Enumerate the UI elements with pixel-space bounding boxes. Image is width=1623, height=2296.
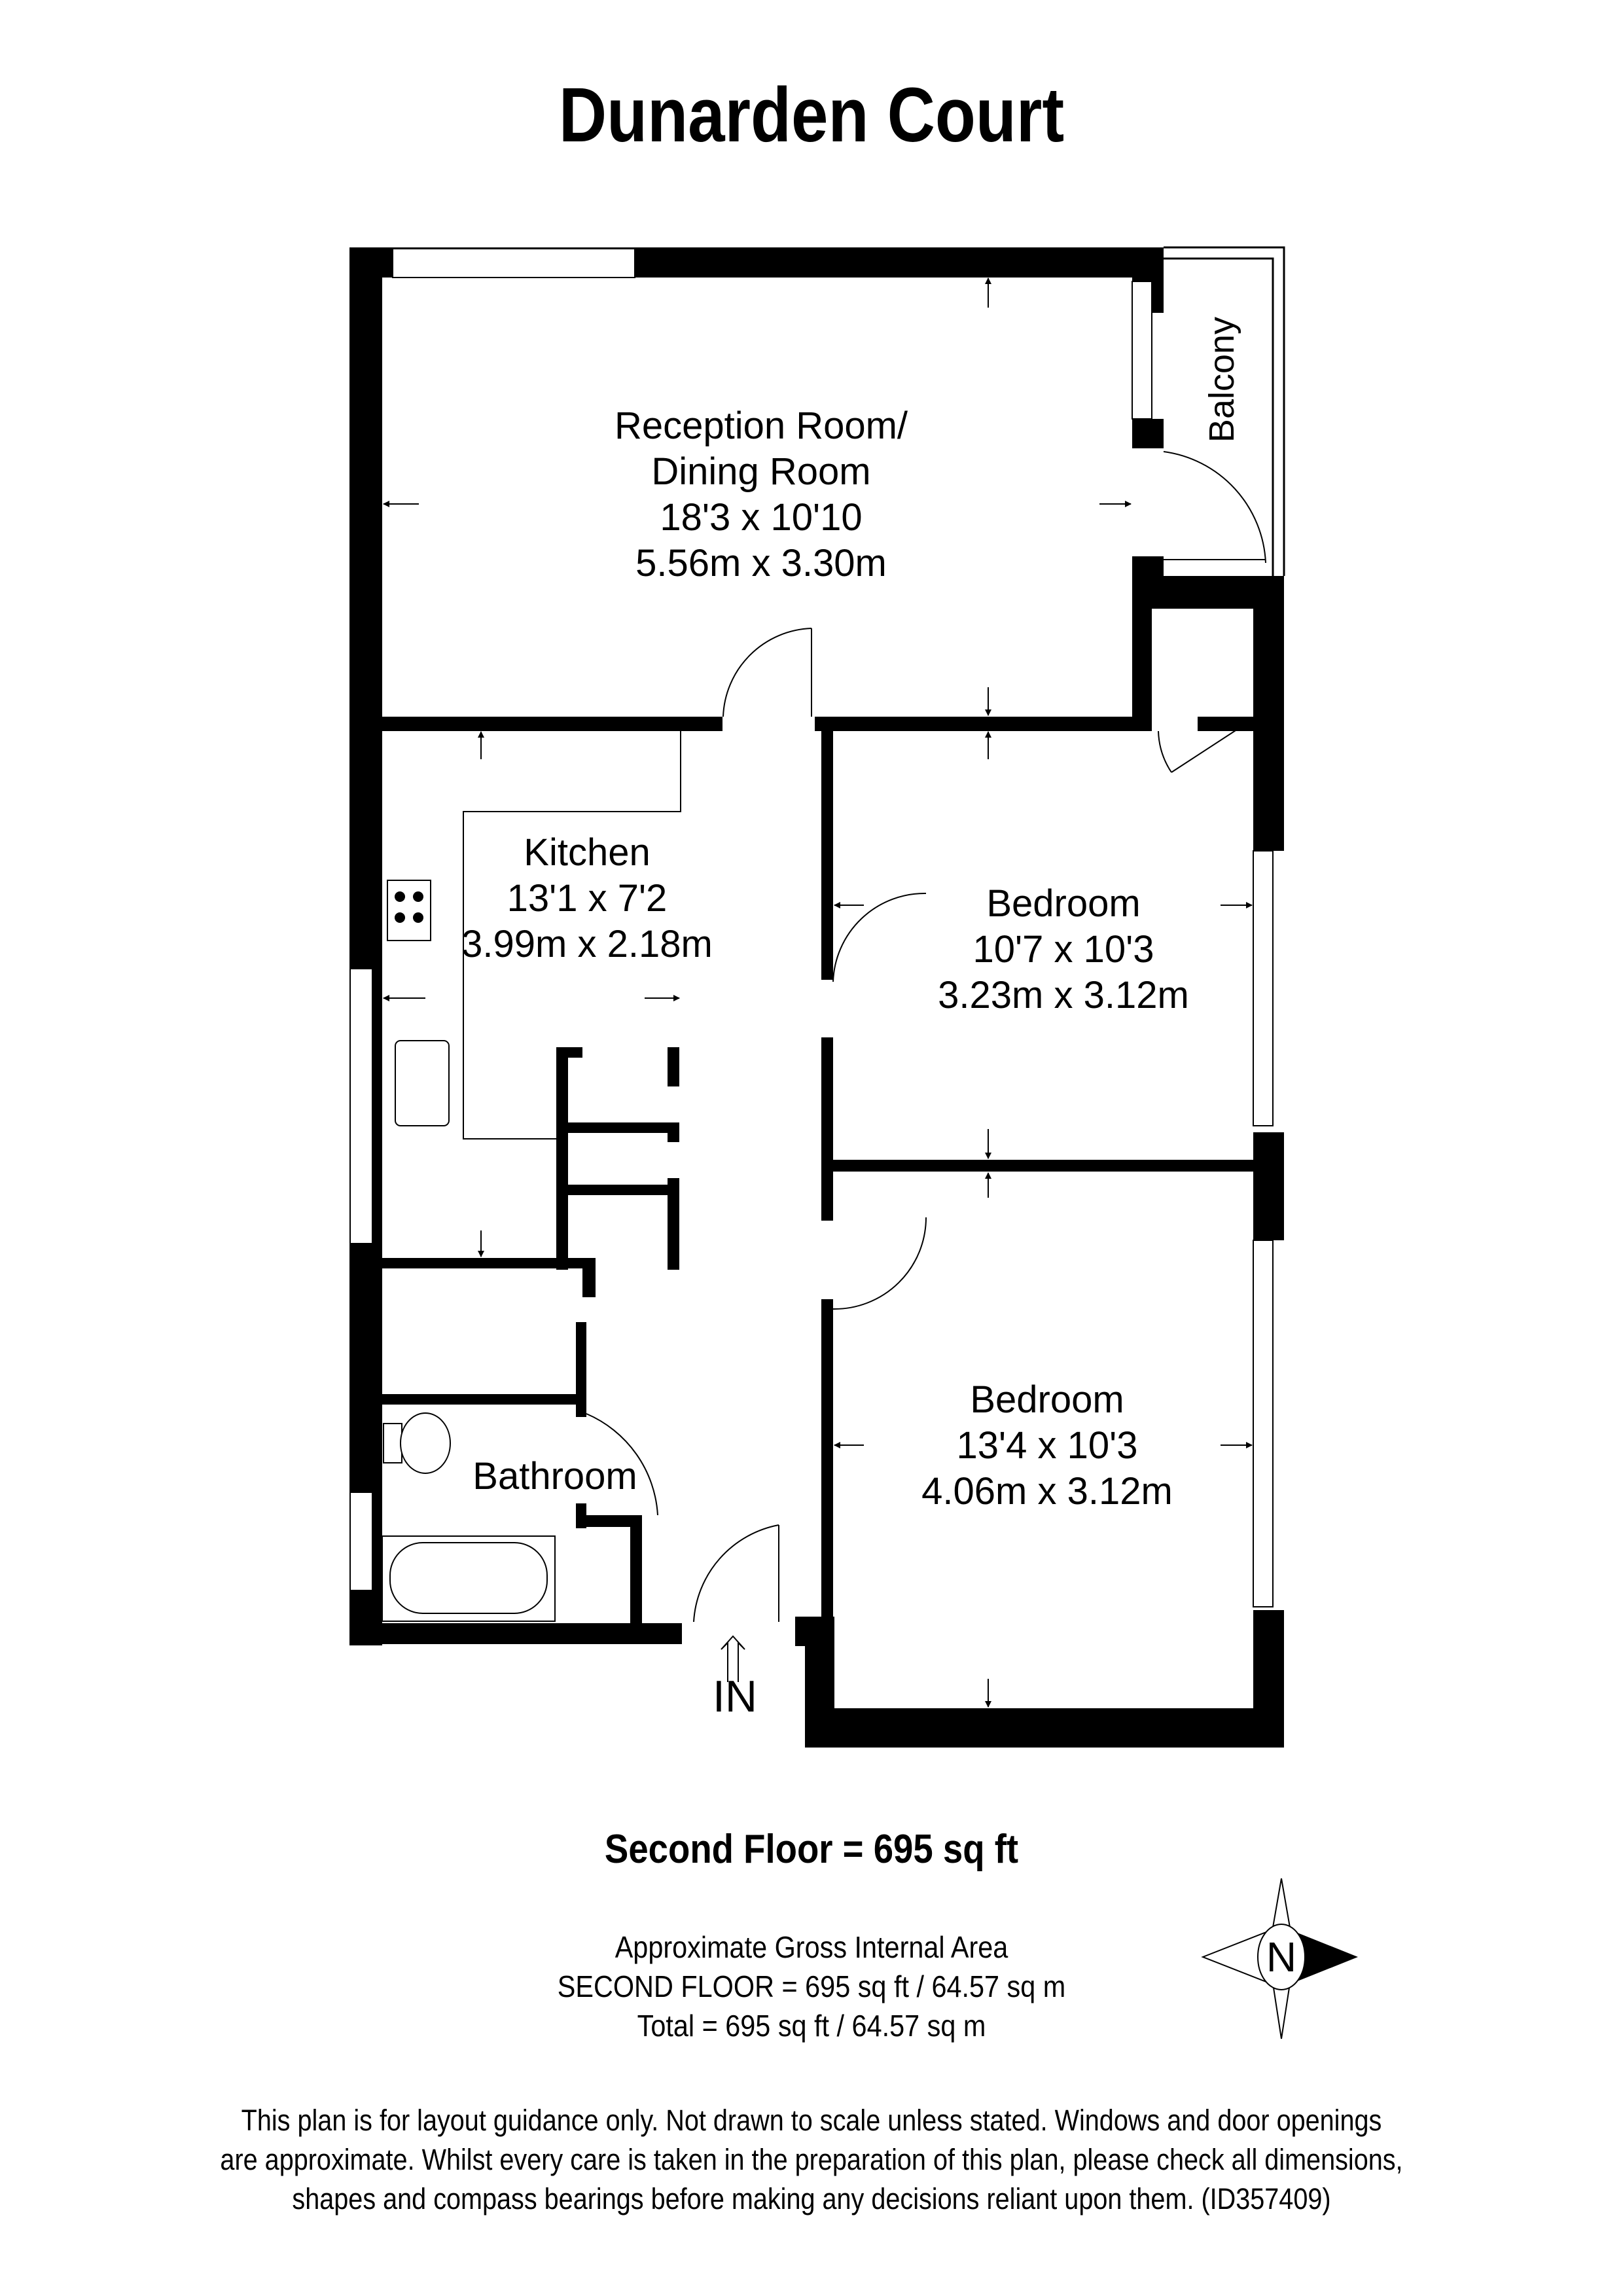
walls <box>349 247 1284 1748</box>
bedroom1-name: Bedroom <box>986 882 1140 925</box>
area-line-1: Approximate Gross Internal Area <box>615 1930 1008 1964</box>
svg-text:N: N <box>1266 1933 1296 1981</box>
toilet-icon <box>383 1412 451 1474</box>
hob-icon <box>387 880 431 941</box>
doors <box>586 451 1266 1623</box>
balcony-outline <box>1164 246 1285 576</box>
disclaimer-line-3: shapes and compass bearings before makin… <box>292 2182 1331 2215</box>
bathroom-name: Bathroom <box>473 1455 637 1498</box>
windows <box>349 248 1274 1607</box>
reception-name-1: Reception Room/ <box>615 404 908 447</box>
floor-total: Second Floor = 695 sq ft <box>604 1827 1019 1872</box>
entrance-label: IN <box>713 1672 757 1721</box>
area-line-2: SECOND FLOOR = 695 sq ft / 64.57 sq m <box>557 1969 1066 2003</box>
bedroom1-metric: 3.23m x 3.12m <box>938 974 1189 1016</box>
kitchen-metric: 3.99m x 2.18m <box>461 923 713 965</box>
bedroom1-imperial: 10'7 x 10'3 <box>973 928 1154 971</box>
compass-icon: N <box>1201 1878 1358 2039</box>
dimension-arrows <box>383 278 1253 1708</box>
balcony-label: Balcony <box>1202 317 1241 442</box>
room-labels: Reception Room/ Dining Room 18'3 x 10'10… <box>461 404 1189 1513</box>
entrance-arrow-icon <box>721 1635 745 1682</box>
bedroom2-imperial: 13'4 x 10'3 <box>957 1424 1138 1467</box>
kitchen-imperial: 13'1 x 7'2 <box>507 877 668 920</box>
kitchen-counter <box>463 731 681 1139</box>
bath-icon <box>382 1535 556 1622</box>
reception-imperial: 18'3 x 10'10 <box>660 496 862 539</box>
reception-metric: 5.56m x 3.30m <box>635 542 887 584</box>
page-title: Dunarden Court <box>558 72 1065 158</box>
disclaimer: This plan is for layout guidance only. N… <box>98 2101 1525 2219</box>
sink-icon <box>395 1040 450 1126</box>
disclaimer-line-1: This plan is for layout guidance only. N… <box>241 2104 1382 2137</box>
reception-name-2: Dining Room <box>651 450 870 493</box>
disclaimer-line-2: are approximate. Whilst every care is ta… <box>220 2143 1403 2176</box>
area-line-3: Total = 695 sq ft / 64.57 sq m <box>637 2009 986 2043</box>
area-summary: Approximate Gross Internal Area SECOND F… <box>517 1928 1106 2045</box>
bedroom2-metric: 4.06m x 3.12m <box>921 1470 1173 1513</box>
kitchen-name: Kitchen <box>524 831 650 874</box>
bedroom2-name: Bedroom <box>970 1378 1124 1421</box>
